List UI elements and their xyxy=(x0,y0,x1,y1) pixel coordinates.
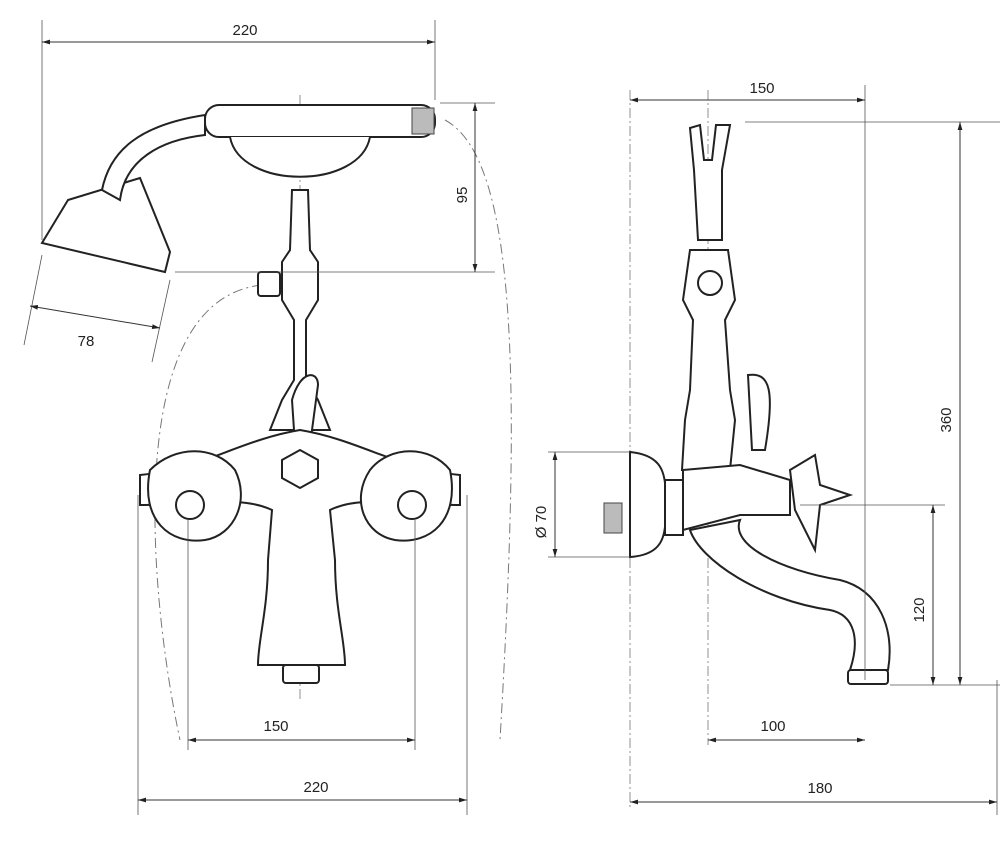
dim-inlet-spacing: 150 xyxy=(263,718,288,735)
dim-side-bottom-depth: 180 xyxy=(807,780,832,797)
front-view xyxy=(40,95,512,741)
dim-spout-height: 120 xyxy=(911,597,928,622)
spout-outlet xyxy=(282,664,320,684)
hot-cross-handle xyxy=(147,450,242,542)
handset-cradle xyxy=(229,136,371,178)
side-spout xyxy=(688,518,891,671)
side-body xyxy=(682,463,791,532)
dim-handset-height: 95 xyxy=(454,187,471,204)
side-cross-handle xyxy=(788,453,854,554)
diverter-knob xyxy=(257,271,281,297)
shower-swing-arc xyxy=(444,119,512,741)
shower-head xyxy=(40,176,172,274)
handset xyxy=(204,104,436,138)
dim-front-bottom-width: 220 xyxy=(303,779,328,796)
wall-flange xyxy=(629,450,667,559)
dim-spout-reach: 100 xyxy=(760,718,785,735)
cold-cross-handle xyxy=(360,450,453,542)
dim-total-height: 360 xyxy=(938,407,955,432)
dim-side-top-depth: 150 xyxy=(749,80,774,97)
side-view xyxy=(603,90,891,810)
handset-holder xyxy=(688,123,732,241)
dim-shower-head-diameter: 78 xyxy=(78,333,95,350)
dimension-lines xyxy=(23,20,1000,815)
centre-nut xyxy=(281,448,319,490)
dim-front-top-width: 220 xyxy=(232,22,257,39)
shower-hose-neck xyxy=(100,113,206,202)
riser-column xyxy=(268,189,332,431)
flange-nut xyxy=(664,479,684,536)
side-lever xyxy=(746,373,771,451)
dim-flange-diameter: Ø 70 xyxy=(533,506,550,539)
